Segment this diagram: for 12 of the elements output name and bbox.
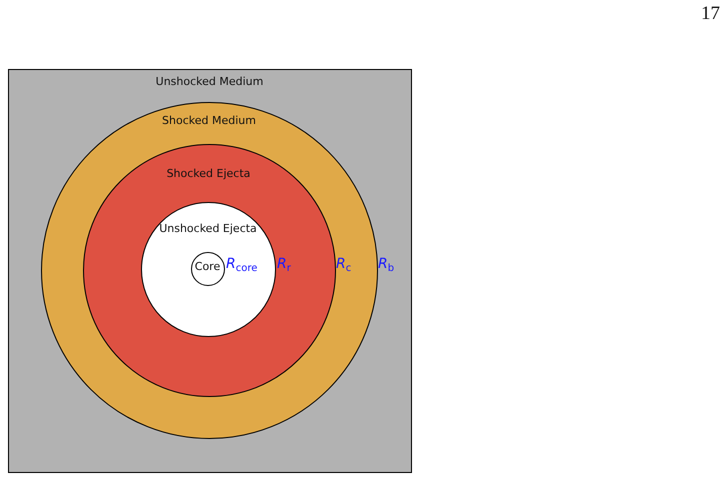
radius-label: R$_{c}$ [336, 256, 352, 272]
radius-label: R$_{r}$ [277, 256, 291, 272]
radius-label: R$_{b}$ [378, 256, 394, 272]
region-label: Unshocked Ejecta [159, 222, 257, 234]
page-number: 17 [701, 4, 720, 24]
region-label: Unshocked Medium [156, 75, 264, 88]
core-circle [191, 252, 225, 286]
region-label: Core [194, 260, 220, 273]
radius-label: R$_{core}$ [226, 256, 258, 272]
outer-medium-square [8, 69, 412, 473]
region-label: Shocked Ejecta [166, 167, 250, 180]
region-label: Shocked Medium [162, 114, 256, 126]
